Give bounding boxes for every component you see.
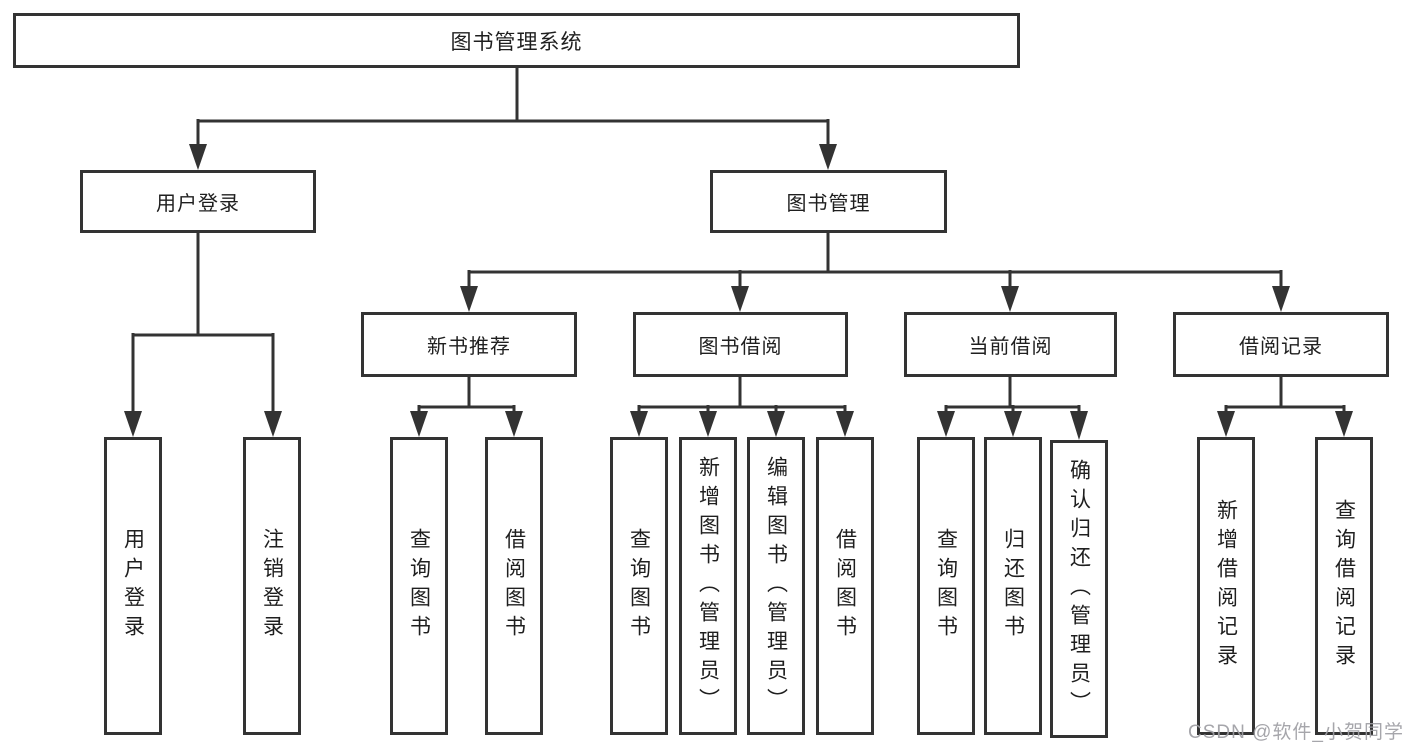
leaf-edit-books-admin-label: 编辑图书（管理员） — [764, 455, 788, 717]
node-book-borrowing-label: 图书借阅 — [698, 336, 783, 358]
node-user-login-label: 用户登录 — [156, 193, 240, 215]
leaf-confirm-return-admin: 确认归还（管理员） — [1050, 440, 1108, 738]
leaf-query-books-2: 查询图书 — [610, 437, 668, 735]
node-book-management-label: 图书管理 — [786, 193, 871, 215]
csdn-watermark: CSDN @软件_小贺同学 — [1188, 722, 1404, 743]
leaf-logout: 注销登录 — [243, 437, 301, 735]
leaf-borrow-books-2-label: 借阅图书 — [833, 528, 857, 644]
leaf-query-books-1: 查询图书 — [390, 437, 448, 735]
leaf-add-books-admin-label: 新增图书（管理员） — [696, 455, 720, 717]
leaf-add-books-admin: 新增图书（管理员） — [679, 437, 737, 735]
node-user-login: 用户登录 — [80, 170, 316, 233]
leaf-query-books-2-label: 查询图书 — [627, 528, 651, 644]
node-current-borrowing-label: 当前借阅 — [968, 336, 1053, 358]
node-borrowing-records: 借阅记录 — [1173, 312, 1389, 377]
node-library-system: 图书管理系统 — [13, 13, 1020, 68]
leaf-query-books-1-label: 查询图书 — [407, 528, 431, 644]
leaf-add-borrow-record-label: 新增借阅记录 — [1214, 499, 1238, 673]
leaf-edit-books-admin: 编辑图书（管理员） — [747, 437, 805, 735]
leaf-return-books: 归还图书 — [984, 437, 1042, 735]
leaf-query-books-3-label: 查询图书 — [934, 528, 958, 644]
leaf-query-borrow-record: 查询借阅记录 — [1315, 437, 1373, 735]
leaf-query-books-3: 查询图书 — [917, 437, 975, 735]
leaf-query-borrow-record-label: 查询借阅记录 — [1332, 499, 1356, 673]
leaf-confirm-return-admin-label: 确认归还（管理员） — [1067, 458, 1091, 720]
node-new-book-recommend-label: 新书推荐 — [427, 336, 511, 358]
node-library-system-label: 图书管理系统 — [450, 30, 583, 54]
leaf-return-books-label: 归还图书 — [1001, 528, 1025, 644]
node-new-book-recommend: 新书推荐 — [361, 312, 577, 377]
node-current-borrowing: 当前借阅 — [904, 312, 1117, 377]
leaf-borrow-books-1: 借阅图书 — [485, 437, 543, 735]
leaf-logout-label: 注销登录 — [260, 528, 284, 644]
leaf-borrow-books-1-label: 借阅图书 — [502, 528, 526, 644]
node-book-management: 图书管理 — [710, 170, 947, 233]
leaf-add-borrow-record: 新增借阅记录 — [1197, 437, 1255, 735]
node-book-borrowing: 图书借阅 — [633, 312, 848, 377]
leaf-user-login: 用户登录 — [104, 437, 162, 735]
leaf-borrow-books-2: 借阅图书 — [816, 437, 874, 735]
leaf-user-login-label: 用户登录 — [121, 528, 145, 644]
node-borrowing-records-label: 借阅记录 — [1239, 336, 1323, 358]
